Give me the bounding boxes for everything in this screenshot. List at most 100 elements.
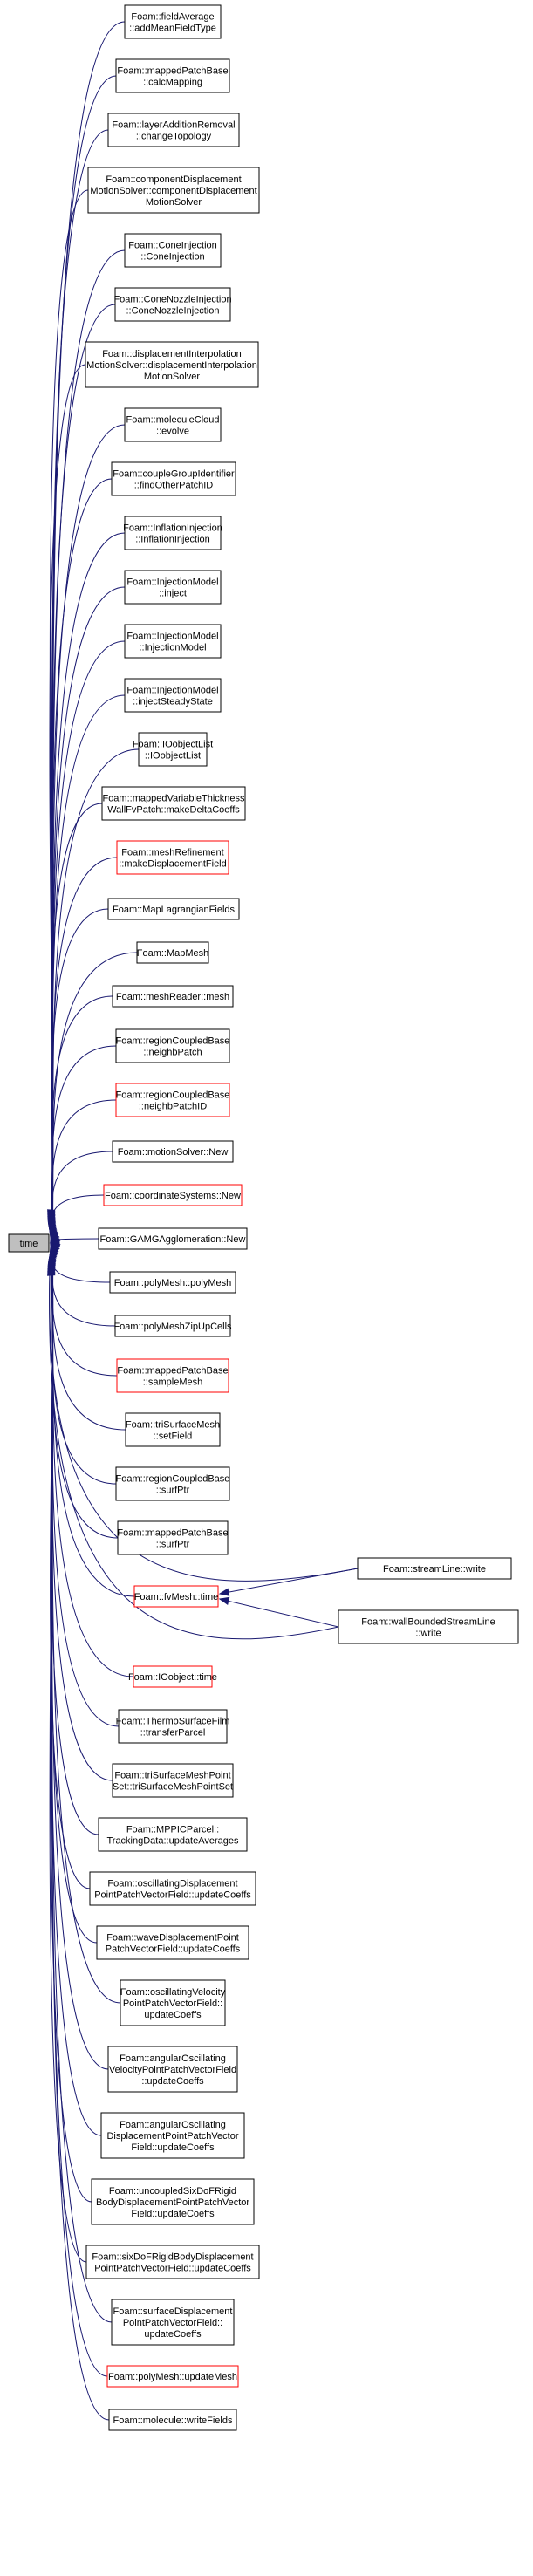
node-label-line: ::InjectionModel: [139, 643, 206, 653]
node-label-line: ::addMeanFieldType: [129, 24, 216, 34]
edge: [50, 249, 126, 1224]
caller-node[interactable]: Foam::angularOscillatingDisplacementPoin…: [100, 2112, 245, 2159]
edge: [50, 1254, 99, 1835]
node-label-line: Foam::polyMesh::polyMesh: [114, 1278, 232, 1288]
caller-node[interactable]: Foam::regionCoupledBase::surfPtr: [115, 1466, 230, 1501]
caller-node[interactable]: Foam::fvMesh::time: [133, 1585, 219, 1608]
edge: [219, 1568, 359, 1595]
node-label-line: PointPatchVectorField::updateCoeffs: [94, 2264, 251, 2274]
edge: [50, 1194, 105, 1243]
caller-node[interactable]: Foam::ThermoSurfaceFilm::transferParcel: [116, 1709, 230, 1744]
caller-node[interactable]: Foam::layerAdditionRemoval::changeTopolo…: [107, 113, 240, 147]
caller-node[interactable]: Foam::IOobjectList::IOobjectList: [133, 732, 213, 767]
caller-node[interactable]: Foam::regionCoupledBase::neighbPatch: [115, 1028, 230, 1063]
node-label-line: Foam::mappedVariableThickness: [102, 794, 245, 804]
caller-node[interactable]: Foam::meshReader::mesh: [112, 985, 234, 1008]
edge: [50, 1248, 119, 1539]
caller-node[interactable]: Foam::uncoupledSixDoFRigidBodyDisplaceme…: [91, 2178, 255, 2225]
node-label-line: ::updateCoeffs: [141, 2076, 204, 2087]
caller-node[interactable]: Foam::componentDisplacementMotionSolver:…: [87, 167, 260, 214]
caller-node[interactable]: Foam::triSurfaceMeshPointSet::triSurface…: [112, 1763, 234, 1798]
node-label-line: Foam::mappedPatchBase: [117, 1366, 228, 1377]
node-label-line: ::neighbPatchID: [139, 1102, 207, 1112]
caller-node[interactable]: Foam::meshRefinement::makeDisplacementFi…: [116, 840, 229, 875]
node-label-line: ::write: [415, 1629, 441, 1639]
node-label-line: MotionSolver: [146, 197, 202, 208]
caller-node[interactable]: Foam::mappedPatchBase::sampleMesh: [116, 1358, 229, 1393]
root-node: time: [8, 1233, 50, 1253]
edge-arrow: [218, 1588, 230, 1596]
node-label-line: ::transferParcel: [140, 1728, 206, 1739]
node-label-line: PatchVectorField::updateCoeffs: [106, 1944, 241, 1955]
caller-node[interactable]: Foam::polyMesh::updateMesh: [106, 2365, 239, 2388]
caller-node[interactable]: Foam::IOobject::time: [128, 1665, 217, 1688]
caller-node[interactable]: Foam::MapLagrangianFields: [107, 898, 240, 920]
node-label-line: Foam::coordinateSystems::New: [105, 1191, 241, 1201]
secondary-caller-node[interactable]: Foam::wallBoundedStreamLine::write: [338, 1609, 519, 1644]
node-label-line: Field::updateCoeffs: [131, 2142, 215, 2153]
caller-node[interactable]: Foam::regionCoupledBase::neighbPatchID: [115, 1083, 230, 1117]
caller-node[interactable]: Foam::surfaceDisplacementPointPatchVecto…: [111, 2299, 235, 2346]
caller-node[interactable]: Foam::mappedVariableThicknessWallFvPatch…: [101, 786, 246, 821]
caller-node[interactable]: Foam::InflationInjection::InflationInjec…: [123, 516, 222, 550]
caller-node[interactable]: Foam::coordinateSystems::New: [103, 1184, 243, 1206]
caller-node[interactable]: Foam::polyMesh::polyMesh: [109, 1271, 236, 1294]
node-label-line: Foam::polyMeshZipUpCells: [113, 1322, 232, 1332]
nodes-layer: Foam::fieldAverage::addMeanFieldTypeFoam…: [8, 4, 519, 2431]
caller-node[interactable]: Foam::waveDisplacementPointPatchVectorFi…: [96, 1925, 249, 1960]
caller-node[interactable]: Foam::triSurfaceMesh::setField: [125, 1412, 221, 1447]
node-label-line: ::sampleMesh: [143, 1377, 202, 1388]
node-label-line: Foam::IOobjectList: [133, 740, 213, 750]
caller-node[interactable]: Foam::moleculeCloud::evolve: [124, 407, 222, 442]
node-label-line: ::neighbPatch: [143, 1048, 202, 1058]
node-label-line: ::findOtherPatchID: [134, 481, 214, 491]
node-label-line: MotionSolver: [144, 372, 201, 382]
caller-node[interactable]: Foam::displacementInterpolationMotionSol…: [85, 341, 259, 388]
node-label-line: Foam::MapMesh: [137, 948, 209, 959]
caller-node[interactable]: Foam::GAMGAgglomeration::New: [98, 1227, 248, 1250]
caller-node[interactable]: Foam::MapMesh: [136, 941, 209, 964]
node-label-line: ::evolve: [156, 427, 189, 437]
caller-node[interactable]: Foam::motionSolver::New: [112, 1140, 234, 1163]
node-label-line: Set::triSurfaceMeshPointSet: [113, 1782, 233, 1793]
caller-node[interactable]: Foam::angularOscillatingVelocityPointPat…: [107, 2046, 238, 2093]
edge: [50, 1245, 118, 1377]
node-label-line: ::ConeInjection: [140, 252, 204, 263]
node-label-line: Foam::InjectionModel: [126, 632, 218, 642]
caller-node[interactable]: Foam::molecule::writeFields: [108, 2409, 237, 2431]
node-label-line: Foam::mappedPatchBase: [117, 1528, 228, 1539]
caller-node[interactable]: Foam::oscillatingDisplacementPointPatchV…: [89, 1871, 256, 1906]
caller-node[interactable]: Foam::polyMeshZipUpCells: [113, 1315, 232, 1337]
secondary-caller-node[interactable]: Foam::streamLine::write: [357, 1557, 512, 1580]
caller-node[interactable]: Foam::fieldAverage::addMeanFieldType: [124, 4, 222, 39]
node-label-line: MotionSolver::displacementInterpolation: [86, 360, 257, 371]
node-label-line: Foam::angularOscillating: [120, 2120, 226, 2130]
node-label-line: Foam::oscillatingDisplacement: [107, 1879, 237, 1889]
caller-node[interactable]: Foam::sixDoFRigidBodyDisplacementPointPa…: [85, 2245, 260, 2279]
node-label-line: MotionSolver::componentDisplacement: [90, 186, 256, 196]
edge: [50, 995, 113, 1239]
node-label-line: Foam::meshRefinement: [121, 848, 223, 858]
caller-node[interactable]: Foam::mappedPatchBase::surfPtr: [117, 1520, 229, 1555]
node-label-line: Foam::triSurfaceMeshPoint: [114, 1771, 230, 1781]
caller-node[interactable]: Foam::InjectionModel::InjectionModel: [124, 624, 222, 659]
caller-node[interactable]: Foam::MPPICParcel::TrackingData::updateA…: [98, 1817, 248, 1852]
node-label-line: TrackingData::updateAverages: [106, 1836, 239, 1847]
caller-node[interactable]: Foam::InjectionModel::injectSteadyState: [124, 678, 222, 713]
edge: [219, 1598, 339, 1628]
caller-node[interactable]: Foam::ConeNozzleInjection::ConeNozzleInj…: [113, 287, 232, 322]
node-label-line: PointPatchVectorField::updateCoeffs: [94, 1890, 251, 1901]
node-label-line: PointPatchVectorField::: [123, 1999, 222, 2009]
node-label-line: Field::updateCoeffs: [131, 2209, 215, 2219]
node-label-line: Foam::sixDoFRigidBodyDisplacement: [92, 2252, 253, 2263]
edge: [50, 1247, 117, 1485]
caller-node[interactable]: Foam::oscillatingVelocityPointPatchVecto…: [120, 1979, 226, 2026]
edge: [50, 1243, 111, 1283]
caller-node[interactable]: Foam::InjectionModel::inject: [124, 570, 222, 605]
caller-node[interactable]: Foam::coupleGroupIdentifier::findOtherPa…: [111, 461, 236, 496]
caller-node[interactable]: Foam::mappedPatchBase::calcMapping: [115, 58, 230, 93]
caller-node[interactable]: Foam::ConeInjection::ConeInjection: [124, 233, 222, 268]
edge-arrow: [218, 1596, 230, 1606]
node-label-line: Foam::GAMGAgglomeration::New: [100, 1234, 246, 1245]
